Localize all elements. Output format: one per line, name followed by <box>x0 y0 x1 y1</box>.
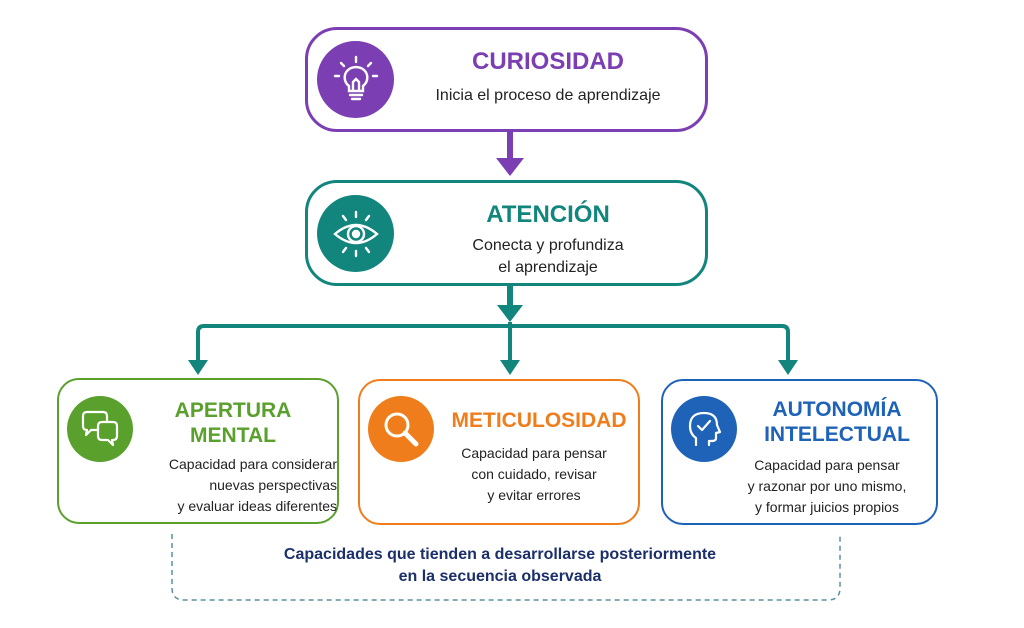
atencion-icon-circle <box>317 195 394 272</box>
magnifier-icon <box>384 412 419 447</box>
autonomia-box: AUTONOMÍA INTELECTUAL Capacidad para pen… <box>661 379 938 525</box>
arrowhead-curiosidad-atencion <box>496 158 524 176</box>
speech-bubbles-icon <box>81 410 119 447</box>
atencion-desc: Conecta y profundiza el aprendizaje <box>472 237 624 276</box>
lightbulb-icon <box>333 55 378 100</box>
curiosidad-icon-circle <box>317 41 394 118</box>
head-check-icon <box>688 411 722 447</box>
curiosidad-desc: Inicia el proceso de aprendizaje <box>435 87 661 104</box>
atencion-box: ATENCIÓN Conecta y profundiza el aprendi… <box>305 180 708 286</box>
autonomia-icon-circle <box>671 396 737 462</box>
arrowhead-apertura <box>188 360 208 375</box>
apertura-box: APERTURA MENTAL Capacidad para considera… <box>57 378 339 524</box>
autonomia-desc: Capacidad para pensar y razonar por uno … <box>747 457 907 515</box>
sequence-note: Capacidades que tienden a desarrollarse … <box>283 546 717 585</box>
apertura-title: APERTURA MENTAL <box>174 399 292 447</box>
apertura-icon-circle <box>67 396 133 462</box>
meticulosidad-icon-circle <box>368 396 434 462</box>
atencion-title: ATENCIÓN <box>486 201 610 228</box>
meticulosidad-box: METICULOSIDAD Capacidad para pensar con … <box>358 379 640 525</box>
arrowhead-meticulosidad <box>500 360 520 375</box>
branch-line <box>196 324 790 362</box>
dashed-bracket <box>171 534 841 601</box>
meticulosidad-desc: Capacidad para pensar con cuidado, revis… <box>461 445 607 503</box>
curiosidad-title: CURIOSIDAD <box>471 48 624 75</box>
eye-icon <box>332 210 379 257</box>
apertura-desc: Capacidad para considerar nuevas perspec… <box>168 456 337 514</box>
arrowhead-atencion-split <box>497 305 523 322</box>
meticulosidad-title: METICULOSIDAD <box>451 409 627 432</box>
autonomia-title: AUTONOMÍA INTELECTUAL <box>764 398 910 446</box>
curiosidad-box: CURIOSIDAD Inicia el proceso de aprendiz… <box>305 27 708 132</box>
arrowhead-autonomia <box>778 360 798 375</box>
